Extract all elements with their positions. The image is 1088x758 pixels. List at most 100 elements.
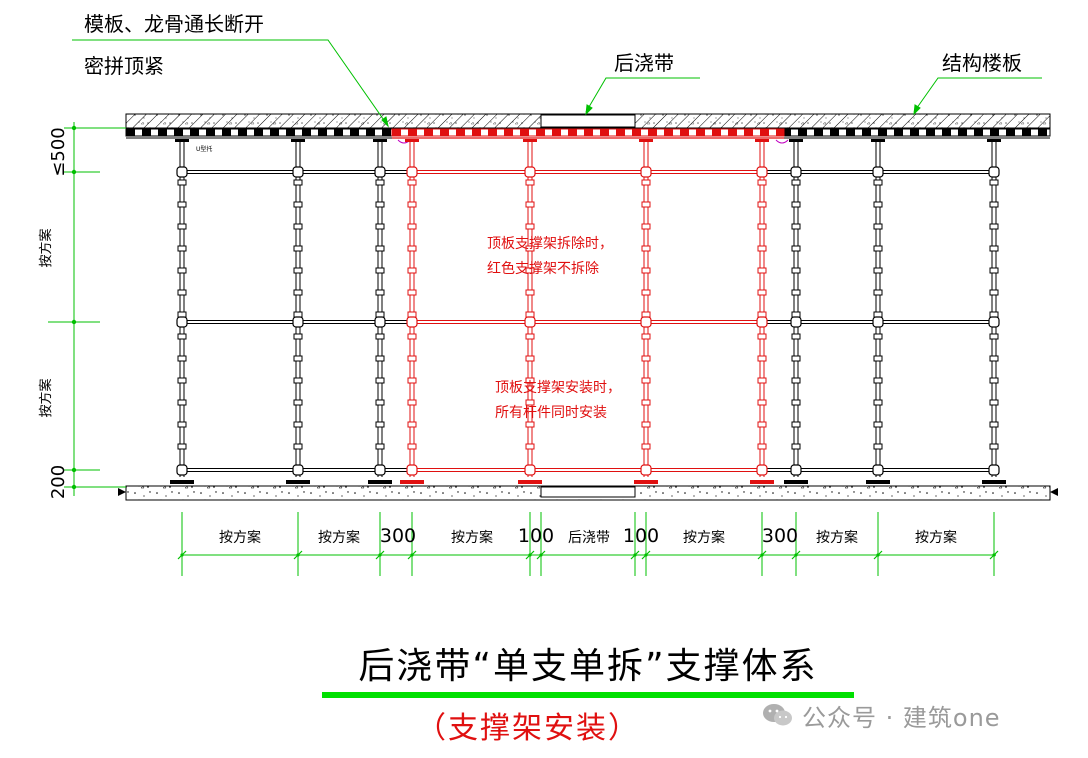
post-black-1-base [170,480,194,484]
coupler [757,355,767,362]
coupler [375,201,385,208]
coupler [177,267,187,274]
coupler [791,311,801,318]
joint [524,166,536,178]
coupler [407,311,417,318]
coupler [293,377,303,384]
joint [872,316,884,328]
joint [790,316,802,328]
coupler [873,289,883,296]
coupler [177,399,187,406]
coupler [525,333,535,340]
coupler [525,355,535,362]
dim-label: 按方案 [683,529,725,546]
dim-middle-lower: 按方案 [38,378,54,417]
coupler [641,179,651,186]
post-red-3-base [634,480,658,484]
formwork-note-line2: 密拼顶紧 [84,54,164,78]
coupler [989,377,999,384]
post-black-5-u-head [871,139,885,142]
coupler [989,289,999,296]
coupler [641,201,651,208]
coupler [177,245,187,252]
coupler [641,355,651,362]
coupler [989,399,999,406]
coupler [757,179,767,186]
coupler [525,377,535,384]
coupler [407,201,417,208]
dim-label: 按方案 [219,529,261,546]
coupler [177,311,187,318]
coupler [407,355,417,362]
post-black-4-u-head [789,139,803,142]
coupler [757,267,767,274]
coupler [293,223,303,230]
joint [292,166,304,178]
structural-slab-label: 结构楼板 [942,51,1022,75]
coupler [873,421,883,428]
coupler [375,223,385,230]
formwork-band [125,128,1051,144]
joint [988,464,1000,476]
post-red-1-base [400,480,424,484]
coupler [177,179,187,186]
coupler [293,421,303,428]
coupler [293,443,303,450]
coupler [525,399,535,406]
structural-slab [125,113,1051,129]
coupler [525,311,535,318]
coupler [375,245,385,252]
dim-label: 按方案 [915,529,957,546]
coupler [641,421,651,428]
dim-bottom: 200 [48,465,69,499]
coupler [641,377,651,384]
coupler [873,443,883,450]
coupler [791,443,801,450]
dim-label: 100 [623,525,659,547]
post-black-4-base [784,480,808,484]
wechat-icon [763,704,792,726]
coupler [989,223,999,230]
coupler [791,421,801,428]
coupler [791,399,801,406]
joint [176,316,188,328]
coupler [757,245,767,252]
post-black-2-u-head [291,139,305,142]
coupler [873,223,883,230]
dim-top: ≤500 [48,127,69,176]
coupler [641,399,651,406]
scaffold-frame-black [170,139,1006,484]
coupler [293,399,303,406]
joint [292,316,304,328]
joint [524,464,536,476]
coupler [873,311,883,318]
coupler [989,443,999,450]
joint [292,464,304,476]
coupler [407,421,417,428]
coupler [407,245,417,252]
coupler [989,333,999,340]
watermark-text: 公众号 · 建筑one [802,703,1001,732]
coupler [525,201,535,208]
post-black-3-base [368,480,392,484]
coupler [407,443,417,450]
coupler [757,421,767,428]
coupler [791,179,801,186]
coupler [375,399,385,406]
diagram-title: 后浇带“单支单拆”支撑体系 [358,646,817,687]
joint [406,464,418,476]
coupler [873,179,883,186]
coupler [757,333,767,340]
coupler [407,223,417,230]
joint [374,464,386,476]
joint [640,464,652,476]
post-black-6-base [982,480,1006,484]
coupler [407,289,417,296]
coupler [757,399,767,406]
coupler [873,355,883,362]
coupler [177,223,187,230]
install-note-line2: 所有杆件同时安装 [495,405,607,421]
joint [406,316,418,328]
joint [374,166,386,178]
